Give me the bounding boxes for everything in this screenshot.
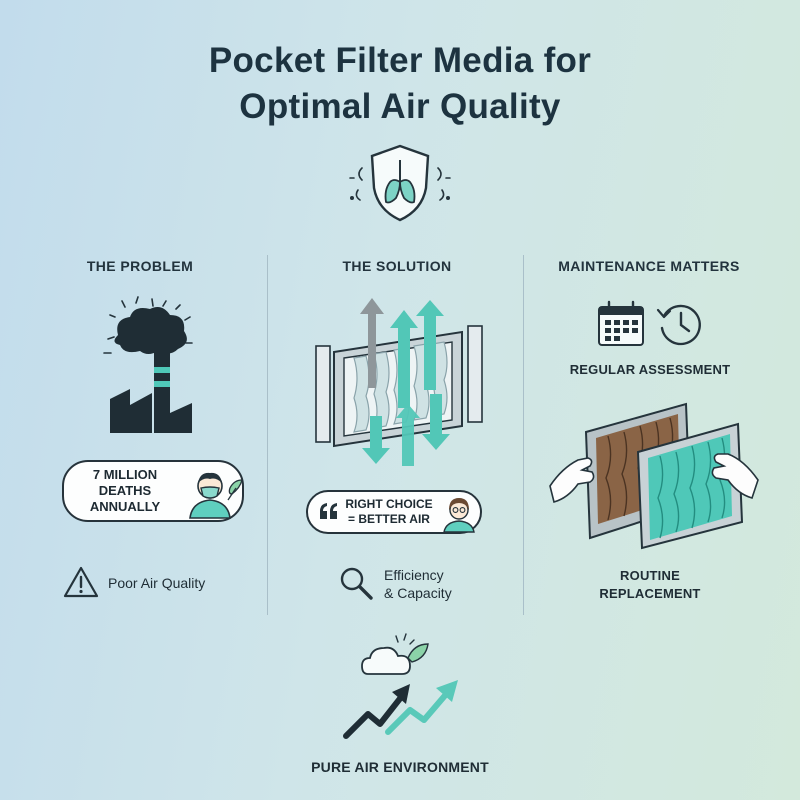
factory-smoke-icon bbox=[103, 296, 193, 433]
routine-line-1: ROUTINE bbox=[620, 568, 680, 583]
cloud-leaf-icon bbox=[361, 633, 429, 675]
person-glasses-icon bbox=[443, 498, 475, 533]
column-divider-left bbox=[267, 255, 268, 615]
page-title: Pocket Filter Media for Optimal Air Qual… bbox=[0, 38, 800, 130]
column-divider-right bbox=[523, 255, 524, 615]
title-line-2: Optimal Air Quality bbox=[239, 87, 561, 126]
title-line-1: Pocket Filter Media for bbox=[208, 41, 592, 80]
stat-line-2: DEATHS bbox=[98, 483, 152, 498]
routine-replacement-label: ROUTINE REPLACEMENT bbox=[548, 567, 752, 603]
solution-heading: THE SOLUTION bbox=[342, 258, 452, 274]
quote-line-2: = BETTER AIR bbox=[348, 512, 430, 526]
efficiency-line-1: Efficiency bbox=[384, 567, 444, 583]
quote-icon bbox=[320, 503, 337, 519]
shield-lungs-icon bbox=[349, 144, 451, 222]
quote-line-1: RIGHT CHOICE bbox=[345, 497, 433, 511]
right-choice-text: RIGHT CHOICE = BETTER AIR bbox=[344, 497, 434, 527]
warning-icon bbox=[63, 566, 99, 598]
pocket-filter-arrows-icon bbox=[315, 298, 483, 466]
growth-arrows-icon bbox=[343, 633, 458, 739]
clock-refresh-icon bbox=[656, 304, 701, 346]
deaths-stat-text: 7 MILLION DEATHS ANNUALLY bbox=[70, 467, 180, 515]
routine-line-2: REPLACEMENT bbox=[599, 586, 701, 601]
maintenance-heading: MAINTENANCE MATTERS bbox=[558, 258, 740, 274]
problem-heading: THE PROBLEM bbox=[86, 258, 194, 274]
stat-line-3: ANNUALLY bbox=[89, 499, 161, 514]
efficiency-capacity-label: Efficiency & Capacity bbox=[384, 566, 452, 602]
right-choice-pill: RIGHT CHOICE = BETTER AIR bbox=[306, 490, 482, 534]
stat-line-1: 7 MILLION bbox=[92, 467, 158, 482]
efficiency-line-2: & Capacity bbox=[384, 585, 452, 601]
deaths-stat-pill: 7 MILLION DEATHS ANNUALLY bbox=[62, 460, 244, 522]
calendar-icon bbox=[598, 300, 644, 346]
masked-person-icon bbox=[189, 472, 243, 519]
regular-assessment-label: REGULAR ASSESSMENT bbox=[569, 362, 731, 377]
poor-air-quality-label: Poor Air Quality bbox=[108, 575, 206, 591]
magnifier-icon bbox=[340, 567, 373, 600]
filter-replacement-icon bbox=[549, 402, 759, 550]
pure-air-environment-label: PURE AIR ENVIRONMENT bbox=[311, 759, 489, 775]
